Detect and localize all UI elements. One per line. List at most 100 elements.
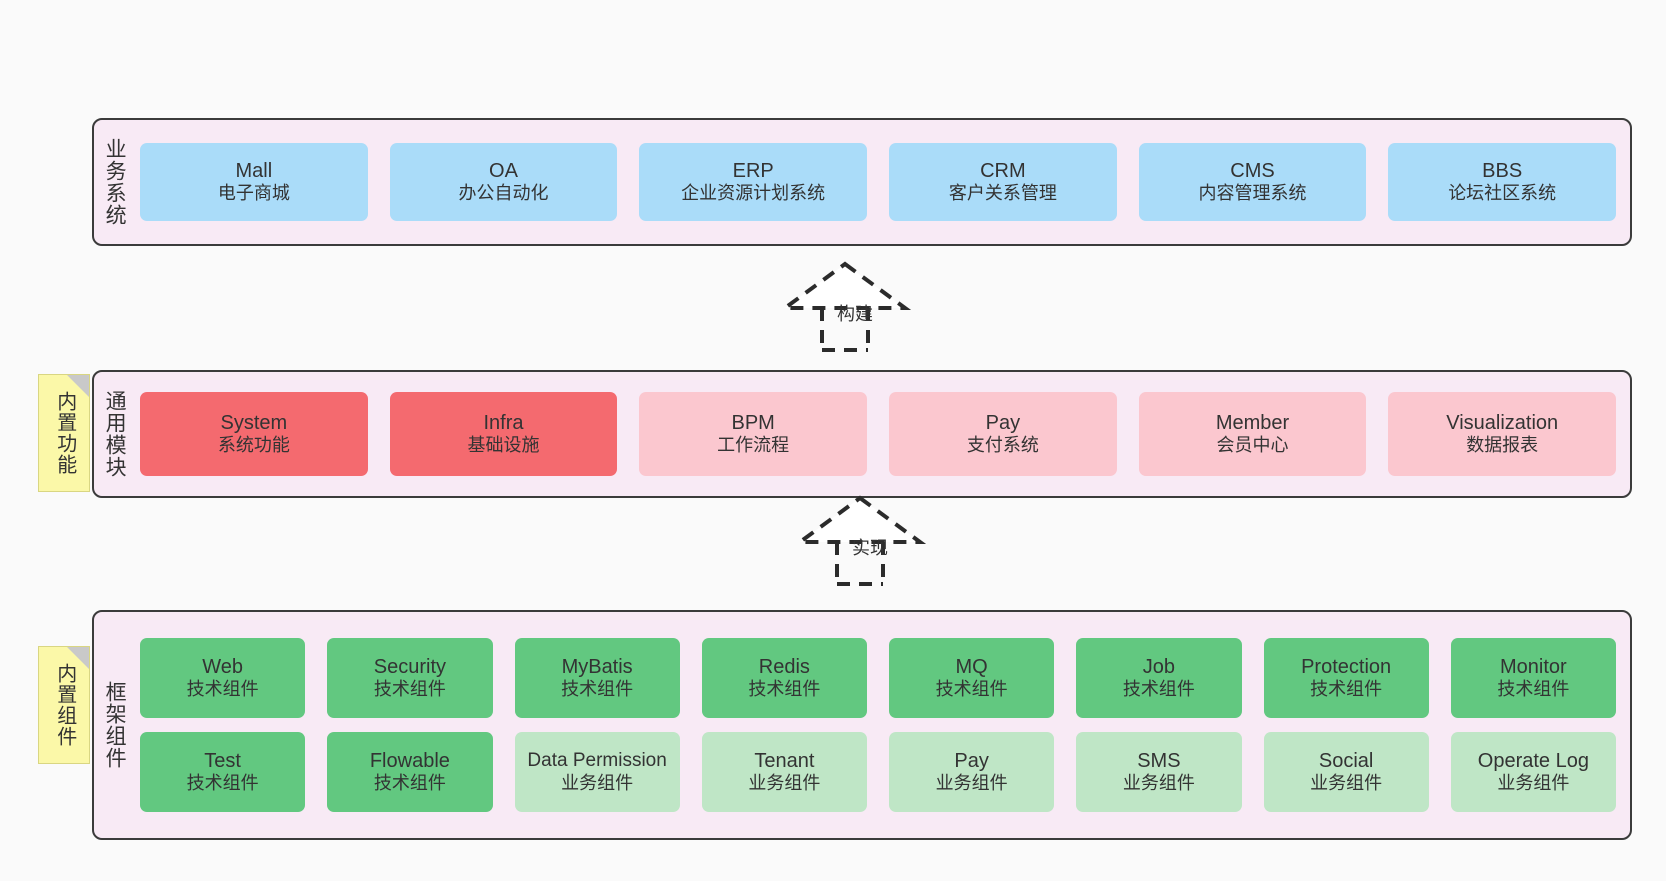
node-subtitle: 业务组件 xyxy=(1497,773,1570,794)
node-subtitle: 技术组件 xyxy=(1497,679,1570,700)
node-title: Redis xyxy=(758,655,810,678)
node-subtitle: 技术组件 xyxy=(373,773,446,794)
layer-body-common-module: System 系统功能 Infra 基础设施 BPM 工作流程 Pay 支付系统… xyxy=(134,372,1630,496)
node-row: Mall 电子商城 OA 办公自动化 ERP 企业资源计划系统 CRM 客户关系… xyxy=(140,143,1617,221)
connector-build: 构建 xyxy=(760,258,930,352)
node-row: Web 技术组件 Security 技术组件 MyBatis 技术组件 Redi… xyxy=(140,638,1616,718)
node-web[interactable]: Web 技术组件 xyxy=(140,638,306,718)
node-title: Job xyxy=(1142,655,1175,678)
node-tenant[interactable]: Tenant 业务组件 xyxy=(701,732,867,812)
node-sms[interactable]: SMS 业务组件 xyxy=(1076,732,1242,812)
node-pay-component[interactable]: Pay 业务组件 xyxy=(889,732,1055,812)
node-flowable[interactable]: Flowable 技术组件 xyxy=(327,732,493,812)
connector-implement-arrow xyxy=(793,495,927,586)
node-crm[interactable]: CRM 客户关系管理 xyxy=(889,143,1117,221)
node-title: Tenant xyxy=(754,749,815,772)
node-subtitle: 数据报表 xyxy=(1466,435,1539,456)
connector-build-label: 构建 xyxy=(837,304,873,324)
node-data-permission[interactable]: Data Permission 业务组件 xyxy=(514,732,680,812)
node-title: Test xyxy=(204,749,241,772)
layer-body-business-system: Mall 电子商城 OA 办公自动化 ERP 企业资源计划系统 CRM 客户关系… xyxy=(134,120,1630,244)
layer-body-framework-component: Web 技术组件 Security 技术组件 MyBatis 技术组件 Redi… xyxy=(134,612,1630,838)
node-visualization[interactable]: Visualization 数据报表 xyxy=(1388,392,1617,476)
node-pay-module[interactable]: Pay 支付系统 xyxy=(889,392,1117,476)
node-title: Web xyxy=(202,655,243,678)
node-title: CMS xyxy=(1230,159,1275,182)
node-erp[interactable]: ERP 企业资源计划系统 xyxy=(639,143,868,221)
node-subtitle: 技术组件 xyxy=(186,679,259,700)
node-title: Mall xyxy=(235,159,273,182)
node-title: Social xyxy=(1318,749,1374,772)
node-test[interactable]: Test 技术组件 xyxy=(140,732,306,812)
node-title: OA xyxy=(489,159,518,182)
connector-implement-label: 实现 xyxy=(852,538,888,558)
node-subtitle: 技术组件 xyxy=(748,679,821,700)
node-mall[interactable]: Mall 电子商城 xyxy=(140,143,368,221)
node-subtitle: 工作流程 xyxy=(717,435,790,456)
node-title: Data Permission xyxy=(527,750,667,772)
node-monitor[interactable]: Monitor 技术组件 xyxy=(1450,638,1616,718)
node-subtitle: 技术组件 xyxy=(1310,679,1383,700)
node-subtitle: 技术组件 xyxy=(373,679,446,700)
node-title: Pay xyxy=(985,411,1021,434)
node-subtitle: 业务组件 xyxy=(748,773,821,794)
node-mq[interactable]: MQ 技术组件 xyxy=(889,638,1055,718)
node-subtitle: 技术组件 xyxy=(935,679,1008,700)
layer-title-business-system: 业务系统 xyxy=(103,138,127,226)
node-subtitle: 办公自动化 xyxy=(458,183,549,204)
node-title: Infra xyxy=(483,411,524,434)
node-title: Pay xyxy=(954,749,989,772)
node-subtitle: 内容管理系统 xyxy=(1198,183,1307,204)
node-job[interactable]: Job 技术组件 xyxy=(1076,638,1242,718)
node-redis[interactable]: Redis 技术组件 xyxy=(701,638,867,718)
node-subtitle: 技术组件 xyxy=(561,679,634,700)
node-title: Monitor xyxy=(1500,655,1567,678)
node-cms[interactable]: CMS 内容管理系统 xyxy=(1138,143,1367,221)
node-subtitle: 业务组件 xyxy=(1122,773,1195,794)
node-protection[interactable]: Protection 技术组件 xyxy=(1263,638,1429,718)
node-title: Member xyxy=(1215,411,1290,434)
node-oa[interactable]: OA 办公自动化 xyxy=(389,143,618,221)
node-subtitle: 业务组件 xyxy=(935,773,1008,794)
side-note-label: 内置组件 xyxy=(53,663,76,747)
node-subtitle: 电子商城 xyxy=(217,183,290,204)
node-title: BPM xyxy=(731,411,775,434)
side-note-builtin-components: 内置组件 xyxy=(38,646,90,764)
node-subtitle: 业务组件 xyxy=(1310,773,1383,794)
node-title: MQ xyxy=(955,655,988,678)
node-operate-log[interactable]: Operate Log 业务组件 xyxy=(1450,732,1616,812)
layer-business-system: 业务系统 Mall 电子商城 OA 办公自动化 ERP 企业资源计划系统 CRM… xyxy=(92,118,1632,246)
node-bpm[interactable]: BPM 工作流程 xyxy=(639,392,868,476)
node-subtitle: 技术组件 xyxy=(1122,679,1195,700)
node-mybatis[interactable]: MyBatis 技术组件 xyxy=(514,638,680,718)
layer-framework-component: 框架组件 Web 技术组件 Security 技术组件 MyBatis 技术组件… xyxy=(92,610,1632,840)
node-title: Protection xyxy=(1301,655,1392,678)
node-title: Operate Log xyxy=(1477,749,1589,772)
layer-title-common-module: 通用模块 xyxy=(103,390,127,478)
node-title: CRM xyxy=(980,159,1026,182)
node-subtitle: 论坛社区系统 xyxy=(1448,183,1557,204)
connector-build-arrow xyxy=(778,261,912,352)
node-row: Test 技术组件 Flowable 技术组件 Data Permission … xyxy=(140,732,1616,812)
node-subtitle: 业务组件 xyxy=(561,772,634,793)
node-subtitle: 客户关系管理 xyxy=(948,183,1057,204)
node-title: SMS xyxy=(1137,749,1181,772)
node-social[interactable]: Social 业务组件 xyxy=(1263,732,1429,812)
side-note-label: 内置功能 xyxy=(53,391,76,475)
node-title: System xyxy=(220,411,288,434)
node-title: MyBatis xyxy=(561,655,633,678)
layer-title-framework-component: 框架组件 xyxy=(103,681,127,769)
node-member[interactable]: Member 会员中心 xyxy=(1138,392,1367,476)
node-subtitle: 企业资源计划系统 xyxy=(681,183,826,204)
node-security[interactable]: Security 技术组件 xyxy=(327,638,493,718)
node-subtitle: 基础设施 xyxy=(467,435,540,456)
node-subtitle: 系统功能 xyxy=(217,435,290,456)
node-bbs[interactable]: BBS 论坛社区系统 xyxy=(1388,143,1617,221)
node-infra[interactable]: Infra 基础设施 xyxy=(389,392,618,476)
node-subtitle: 技术组件 xyxy=(186,773,259,794)
connector-implement: 实现 xyxy=(775,492,945,586)
node-title: Flowable xyxy=(369,749,450,772)
side-note-builtin-functions: 内置功能 xyxy=(38,374,90,492)
node-system[interactable]: System 系统功能 xyxy=(140,392,368,476)
